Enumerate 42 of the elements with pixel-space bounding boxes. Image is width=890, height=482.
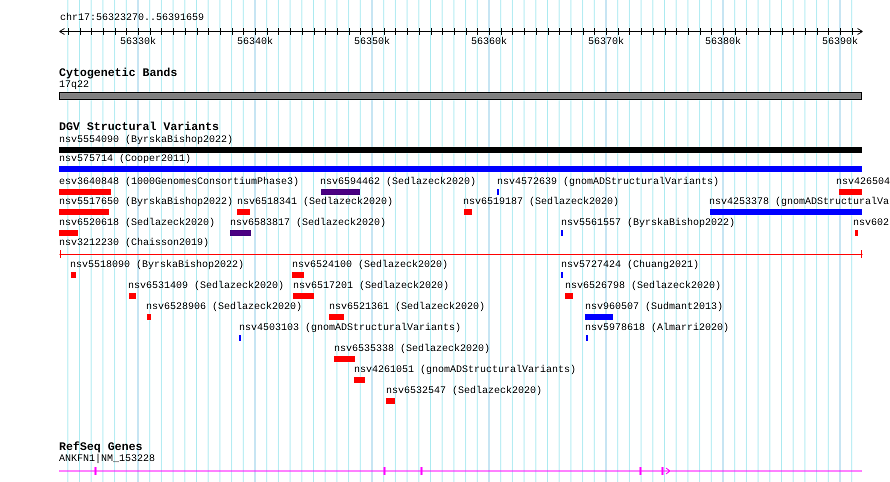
tick-label: 56380k (705, 37, 742, 49)
feature-label: nsv5554090 (ByrskaBishop2022) (59, 135, 234, 147)
feature-label: nsv5561557 (ByrskaBishop2022) (561, 218, 736, 230)
feature-label: nsv6583817 (Sedlazeck2020) (230, 218, 386, 230)
feature-label: nsv4503103 (gnomADStructuralVariants) (239, 323, 462, 335)
feature-label: nsv6594462 (Sedlazeck2020) (320, 177, 476, 189)
track-title: Cytogenetic Bands (59, 67, 178, 80)
tick-label: 56350k (354, 37, 390, 49)
tick-label: 56360k (471, 37, 508, 49)
track-title: DGV Structural Variants (59, 121, 220, 134)
feature-label: nsv960507 (Sudmant2013) (585, 302, 724, 314)
track-title: RefSeq Genes (59, 441, 142, 454)
feature-label: nsv6518341 (Sedlazeck2020) (237, 197, 394, 209)
tick-label: 56330k (120, 37, 156, 49)
feature-label: nsv5517650 (ByrskaBishop2022) (59, 197, 234, 209)
feature-label: nsv6526798 (Sedlazeck2020) (565, 281, 722, 293)
feature-label: nsv3212230 (Chaisson2019) (59, 238, 210, 250)
feature-label: nsv6520618 (Sedlazeck2020) (59, 218, 216, 230)
feature-label: nsv6519187 (Sedlazeck2020) (463, 197, 620, 209)
feature-label: nsv5727424 (Chuang2021) (561, 260, 700, 272)
feature-label: nsv5518090 (ByrskaBishop2022) (70, 260, 244, 272)
feature-label: nsv6517201 (Sedlazeck2020) (293, 281, 450, 293)
feature-label: nsv426504 (836, 177, 890, 189)
tick-label: 56370k (588, 37, 624, 49)
tick-label: 56340k (237, 37, 274, 49)
feature-label: nsv6524100 (Sedlazeck2020) (292, 260, 448, 272)
gene-label: ANKFN1|NM_153228 (59, 454, 156, 466)
feature-label: nsv6528906 (Sedlazeck2020) (146, 302, 302, 314)
feature-label: esv3640848 (1000GenomesConsortiumPhase3) (59, 177, 300, 189)
feature-label: nsv4261051 (gnomADStructuralVariants) (354, 365, 576, 377)
feature-label: nsv6535338 (Sedlazeck2020) (334, 344, 490, 356)
feature-label: nsv5978618 (Almarri2020) (585, 323, 730, 335)
feature-label: nsv6531409 (Sedlazeck2020) (128, 281, 284, 293)
feature-label: nsv6532547 (Sedlazeck2020) (386, 386, 542, 398)
feature-label: nsv602 (853, 218, 890, 230)
feature-label: nsv4253378 (gnomADStructuralVa (709, 197, 890, 209)
tick-label: 56390k (822, 37, 858, 49)
feature-label: nsv4572639 (gnomADStructuralVariants) (497, 177, 720, 189)
feature-label: nsv575714 (Cooper2011) (59, 154, 192, 166)
band-label: 17q22 (59, 80, 90, 92)
position-label: chr17:56323270..56391659 (60, 13, 204, 25)
feature-label: nsv6521361 (Sedlazeck2020) (329, 302, 486, 314)
